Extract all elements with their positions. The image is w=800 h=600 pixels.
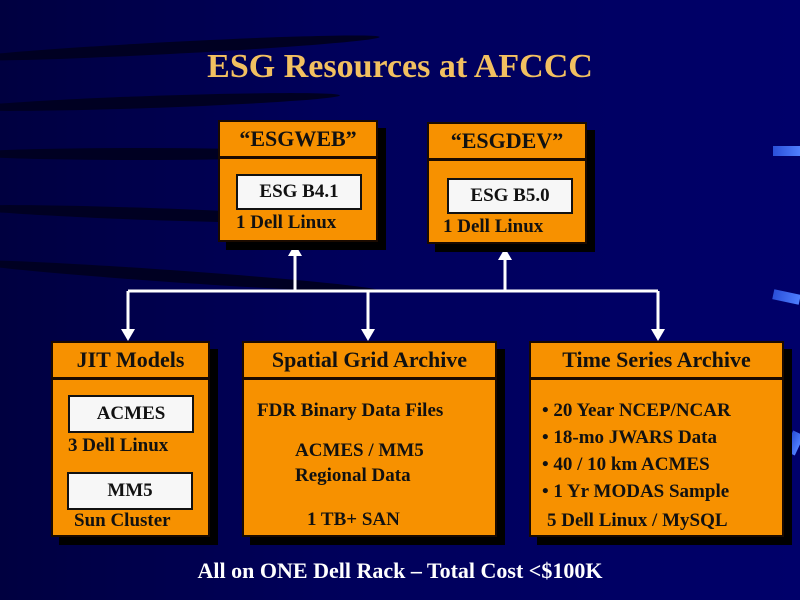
spatial-line-1: FDR Binary Data Files [257, 400, 444, 421]
time-series-item: • 20 Year NCEP/NCAR [542, 400, 731, 421]
spatial-grid-archive-box: Spatial Grid Archive FDR Binary Data Fil… [242, 341, 497, 537]
time-series-archive-title: Time Series Archive [531, 343, 782, 380]
arrow-down-icon [651, 329, 665, 341]
time-series-item: • 1 Yr MODAS Sample [542, 481, 730, 502]
time-series-item: • 40 / 10 km ACMES [542, 454, 710, 475]
esgdev-hardware-label: 1 Dell Linux [443, 216, 544, 237]
spatial-line-4: 1 TB+ SAN [307, 509, 400, 530]
arrow-down-icon [361, 329, 375, 341]
acmes-hardware-label: 3 Dell Linux [68, 435, 169, 456]
slide-title: ESG Resources at AFCCC [207, 48, 593, 85]
spatial-grid-archive-title: Spatial Grid Archive [244, 343, 495, 380]
mm5-hardware-label: Sun Cluster [74, 510, 171, 531]
arrow-up-icon [498, 248, 512, 260]
time-series-archive-box: Time Series Archive • 20 Year NCEP/NCAR … [529, 341, 784, 537]
esgweb-software-label: ESG B4.1 [236, 174, 362, 210]
acmes-model-label: ACMES [68, 395, 194, 433]
time-series-item: • 18-mo JWARS Data [542, 427, 718, 448]
arrow-down-icon [121, 329, 135, 341]
slide-footer: All on ONE Dell Rack – Total Cost <$100K [197, 558, 603, 583]
background-accent [773, 146, 800, 156]
time-series-footer: 5 Dell Linux / MySQL [547, 510, 728, 531]
esgweb-box: “ESGWEB” ESG B4.1 1 Dell Linux [218, 120, 378, 242]
jit-models-title: JIT Models [53, 343, 208, 380]
esgdev-software-label: ESG B5.0 [447, 178, 573, 214]
mm5-model-label: MM5 [67, 472, 193, 510]
jit-models-box: JIT Models ACMES 3 Dell Linux MM5 Sun Cl… [51, 341, 210, 537]
esgdev-title: “ESGDEV” [429, 124, 585, 161]
esgweb-hardware-label: 1 Dell Linux [236, 212, 337, 233]
spatial-line-3: Regional Data [295, 465, 411, 486]
esgweb-title: “ESGWEB” [220, 122, 376, 159]
spatial-line-2: ACMES / MM5 [295, 440, 424, 461]
arrow-up-icon [288, 244, 302, 256]
esgdev-box: “ESGDEV” ESG B5.0 1 Dell Linux [427, 122, 587, 244]
